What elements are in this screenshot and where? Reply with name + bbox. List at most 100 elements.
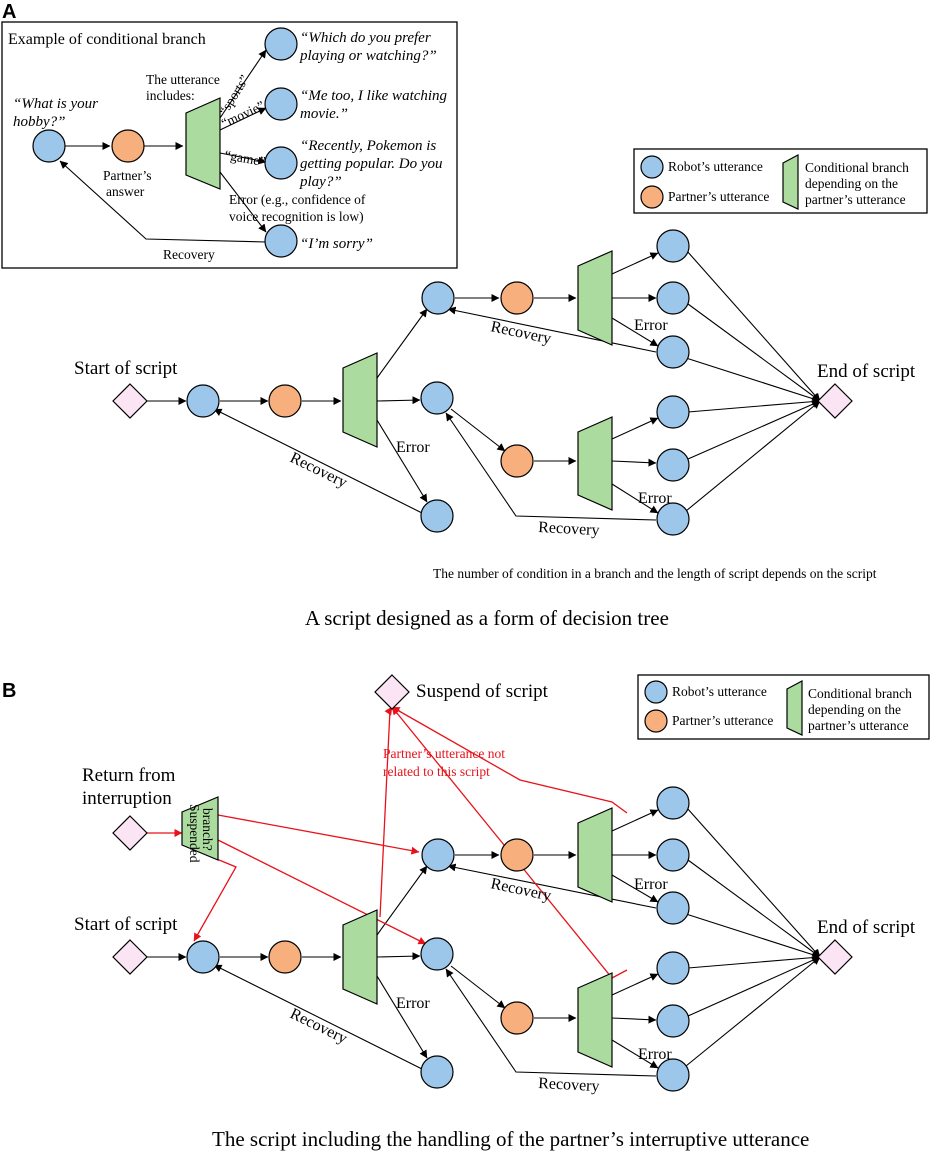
robot-node xyxy=(420,1055,454,1089)
branch-node xyxy=(342,909,378,1005)
tree-b: Suspend of script Return from interrupti… xyxy=(74,674,916,1095)
script-note: The number of condition in a branch and … xyxy=(433,566,877,581)
suspend-label: Suspend of script xyxy=(416,681,549,702)
legend-branch-line1: Conditional branch xyxy=(805,160,909,175)
example-branch-node xyxy=(185,97,221,190)
partner-node xyxy=(268,384,302,418)
robot-node xyxy=(656,229,690,263)
legend-b: Robot’s utterance Partner’s utterance Co… xyxy=(637,674,930,740)
example-partner-answer-line2: answer xyxy=(106,184,145,199)
panel-b-letter: B xyxy=(2,680,16,702)
legend-partner-swatch xyxy=(640,185,664,209)
branch-node xyxy=(577,807,613,903)
example-response2-line2: movie.” xyxy=(300,106,348,122)
not-related-line1: Partner’s utterance not xyxy=(383,746,505,761)
legend-robot-label: Robot’s utterance xyxy=(668,159,763,174)
example-partner-node xyxy=(111,129,145,163)
legend-branch-swatch xyxy=(782,154,799,210)
legend-robot-label: Robot’s utterance xyxy=(672,684,767,699)
partner-node xyxy=(500,444,534,478)
legend-branch-line3: partner’s utterance xyxy=(808,718,909,733)
recovery-label: Recovery xyxy=(489,318,553,347)
end-node xyxy=(817,383,853,419)
robot-node xyxy=(420,937,454,971)
robot-node xyxy=(421,281,455,315)
robot-node xyxy=(656,1004,690,1038)
start-node xyxy=(112,939,148,975)
example-recovery: Recovery xyxy=(163,247,215,262)
example-response1-line2: playing or watching?” xyxy=(299,48,437,64)
robot-node xyxy=(656,502,690,536)
recovery-label: Recovery xyxy=(489,875,553,904)
error-label: Error xyxy=(634,317,668,334)
start-label: Start of script xyxy=(74,914,178,935)
recovery-label: Recovery xyxy=(538,1075,600,1095)
not-related-line2: related to this script xyxy=(383,764,490,779)
branch-node xyxy=(577,416,613,511)
example-response2-line1: “Me too, I like watching xyxy=(300,88,448,104)
suspend-node xyxy=(374,674,410,710)
example-response-node xyxy=(264,146,298,180)
caption-b: The script including the handling of the… xyxy=(212,1127,809,1151)
recovery-label: Recovery xyxy=(287,1005,350,1047)
robot-node xyxy=(420,381,454,415)
robot-node xyxy=(186,384,220,418)
start-node xyxy=(112,383,148,419)
robot-node xyxy=(656,395,690,429)
legend-branch-line2: depending on the xyxy=(808,702,901,717)
example-response-node xyxy=(264,27,298,61)
legend-branch-line1: Conditional branch xyxy=(808,686,912,701)
error-label: Error xyxy=(638,1046,672,1063)
return-label-line2: interruption xyxy=(82,788,172,809)
legend-partner-label: Partner’s utterance xyxy=(672,713,773,728)
example-includes-line1: The utterance xyxy=(146,72,220,87)
branch-node xyxy=(577,250,613,346)
recovery-label: Recovery xyxy=(287,449,350,491)
partner-node xyxy=(500,281,534,315)
tree-a: Start of script End of script Error Erro… xyxy=(74,229,916,581)
end-label: End of script xyxy=(817,917,916,938)
robot-node xyxy=(656,1058,690,1092)
partner-node xyxy=(268,940,302,974)
example-robot-node xyxy=(32,129,66,163)
example-response3-line1: “Recently, Pokemon is xyxy=(300,138,436,154)
example-response1-line1: “Which do you prefer xyxy=(300,30,431,46)
robot-node xyxy=(656,448,690,482)
example-error-line1: Error (e.g., confidence of xyxy=(229,192,366,207)
legend-robot-swatch xyxy=(640,155,664,179)
legend-branch-line3: partner’s utterance xyxy=(805,192,906,207)
error-label: Error xyxy=(396,439,430,456)
legend-a: Robot’s utterance Partner’s utterance Co… xyxy=(633,148,928,214)
legend-partner-swatch xyxy=(644,709,668,733)
example-response3-line2: getting popular. Do you xyxy=(300,156,443,172)
legend-robot-swatch xyxy=(644,680,668,704)
panel-a-letter: A xyxy=(2,1,16,23)
example-box: Example of conditional branch “What is y… xyxy=(1,21,458,269)
legend-partner-label: Partner’s utterance xyxy=(668,189,769,204)
example-error-line2: voice recognition is low) xyxy=(229,209,364,224)
legend-branch-line2: depending on the xyxy=(805,176,898,191)
example-title: Example of conditional branch xyxy=(8,31,206,48)
partner-node xyxy=(500,838,534,872)
error-label: Error xyxy=(638,490,672,507)
robot-node xyxy=(656,838,690,872)
return-label-line1: Return from xyxy=(82,765,176,786)
example-response3-line3: play?” xyxy=(299,174,342,190)
end-label: End of script xyxy=(817,361,916,382)
example-question-line2: hobby?” xyxy=(13,114,66,130)
example-response4: “I’m sorry” xyxy=(300,236,373,252)
error-label: Error xyxy=(634,876,668,893)
branch-node xyxy=(577,972,613,1068)
partner-node xyxy=(500,1001,534,1035)
start-label: Start of script xyxy=(74,358,178,379)
robot-node xyxy=(656,281,690,315)
branch-node xyxy=(342,352,378,448)
example-includes-line2: includes: xyxy=(146,88,195,103)
robot-node xyxy=(186,940,220,974)
return-node xyxy=(112,815,148,851)
example-question-line1: “What is your xyxy=(13,96,98,112)
caption-a: A script designed as a form of decision … xyxy=(305,606,669,630)
example-cond-game: “game” xyxy=(223,147,266,169)
example-partner-answer-line1: Partner’s xyxy=(103,168,152,183)
